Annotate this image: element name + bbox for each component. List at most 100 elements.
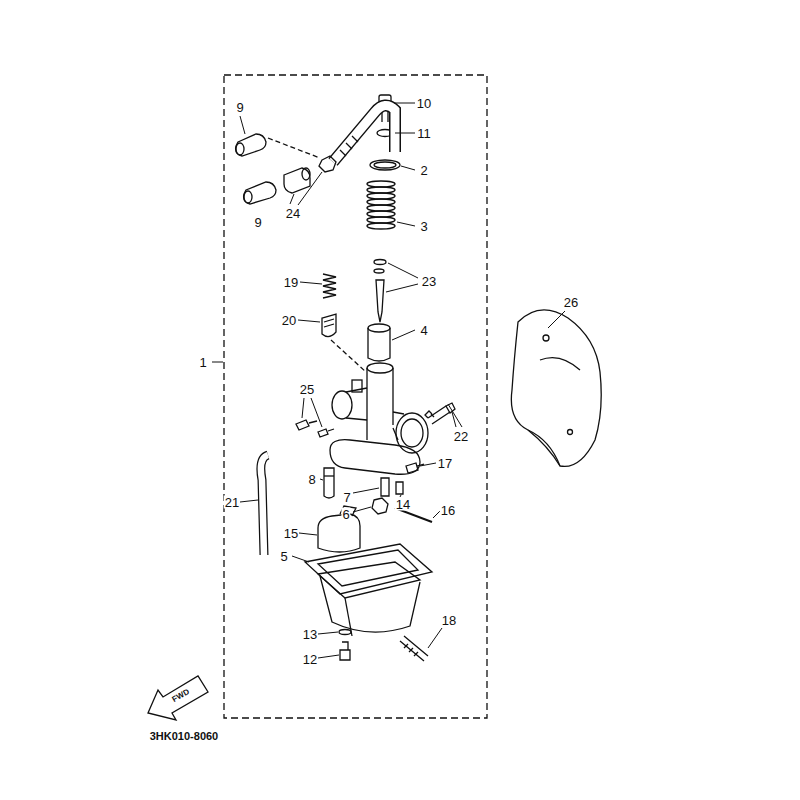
leader-lines — [302, 398, 304, 418]
leader-lines — [212, 103, 565, 658]
needle-clip — [374, 260, 386, 323]
cover — [543, 335, 549, 341]
drain-screw — [404, 644, 418, 656]
carburetor-body — [332, 391, 352, 419]
cover — [568, 430, 573, 435]
float-bowl — [318, 562, 420, 598]
elbow-fitting — [333, 105, 395, 162]
elbow-fitting — [333, 105, 395, 162]
float-bowl — [320, 576, 420, 632]
air-screw — [322, 314, 336, 337]
nut — [319, 156, 336, 172]
coil-spring — [367, 223, 395, 229]
callout-number: 19 — [283, 276, 299, 289]
float — [318, 506, 360, 552]
callout-number: 22 — [453, 430, 469, 443]
guide-line — [331, 340, 366, 372]
carburetor-body — [401, 419, 423, 447]
carburetor-body — [352, 380, 362, 392]
small-spring — [323, 274, 336, 298]
rubber-cap — [236, 143, 244, 155]
coil-spring — [367, 217, 395, 223]
sleeve — [284, 168, 310, 193]
guide-line — [268, 138, 320, 158]
jet — [381, 478, 389, 496]
callout-number: 24 — [285, 207, 301, 220]
callout-number: 8 — [307, 473, 316, 486]
leader-lines — [395, 133, 415, 134]
throttle-slide — [368, 328, 390, 361]
leader-lines — [240, 500, 258, 502]
leader-lines — [394, 103, 415, 104]
callout-number: 17 — [437, 457, 453, 470]
callout-number: 10 — [416, 97, 432, 110]
carburetor-body — [346, 388, 367, 420]
leader-lines — [299, 533, 317, 535]
leader-lines — [448, 404, 462, 427]
leader-lines — [401, 166, 415, 170]
rubber-cap — [244, 182, 276, 204]
screw — [406, 463, 424, 473]
leader-lines — [298, 172, 322, 205]
cover — [540, 358, 580, 370]
callout-number: 13 — [302, 628, 318, 641]
main-jet — [372, 498, 388, 514]
washer — [339, 630, 351, 635]
coil-spring — [367, 181, 395, 187]
rubber-cap — [244, 191, 252, 203]
leader-lines — [388, 263, 418, 278]
callout-number: 12 — [302, 653, 318, 666]
cover — [511, 310, 601, 467]
coil-spring — [367, 199, 395, 205]
callout-number: 4 — [419, 324, 428, 337]
callout-number: 26 — [563, 296, 579, 309]
leader-lines — [212, 362, 223, 363]
carburetor-body — [330, 363, 428, 474]
jet-tube — [324, 468, 334, 498]
leader-lines — [353, 507, 371, 512]
leader-lines — [318, 655, 339, 658]
needle-clip — [374, 269, 384, 273]
gasket — [370, 160, 400, 170]
bowl-gasket — [305, 544, 432, 594]
screw — [318, 429, 334, 437]
callout-number: 1 — [198, 356, 207, 369]
pilot-jet — [396, 482, 403, 494]
adjust-screw — [425, 411, 434, 418]
drain-screw — [400, 636, 428, 661]
needle-clip — [374, 260, 386, 265]
leader-lines — [318, 632, 338, 634]
float-bowl — [318, 562, 420, 636]
leader-lines — [298, 320, 320, 322]
exploded-parts — [148, 75, 601, 720]
elbow-fitting — [340, 136, 358, 156]
rubber-cap — [236, 134, 276, 204]
callout-number: 14 — [395, 498, 411, 511]
cover — [528, 430, 560, 466]
callout-number: 21 — [224, 496, 240, 509]
throttle-slide — [368, 324, 390, 332]
sleeve — [284, 168, 310, 193]
leader-lines — [240, 116, 245, 134]
coil-spring — [367, 193, 395, 199]
screw — [296, 420, 317, 430]
bowl-gasket — [305, 544, 432, 594]
carburetor-body — [367, 363, 393, 373]
callout-number: 5 — [279, 550, 288, 563]
overflow-hose — [261, 455, 268, 555]
forward-arrow — [148, 676, 208, 720]
callout-number: 9 — [235, 101, 244, 114]
callout-number: 15 — [283, 527, 299, 540]
air-screw — [322, 314, 336, 337]
callout-number: 23 — [421, 275, 437, 288]
callout-number: 6 — [341, 508, 350, 521]
jet-tube — [324, 468, 334, 498]
leader-lines — [311, 398, 322, 427]
carburetor-body — [396, 413, 428, 453]
callout-number: 18 — [441, 614, 457, 627]
drain-screw — [400, 636, 428, 661]
air-screw — [324, 319, 334, 327]
leader-lines — [300, 282, 322, 284]
